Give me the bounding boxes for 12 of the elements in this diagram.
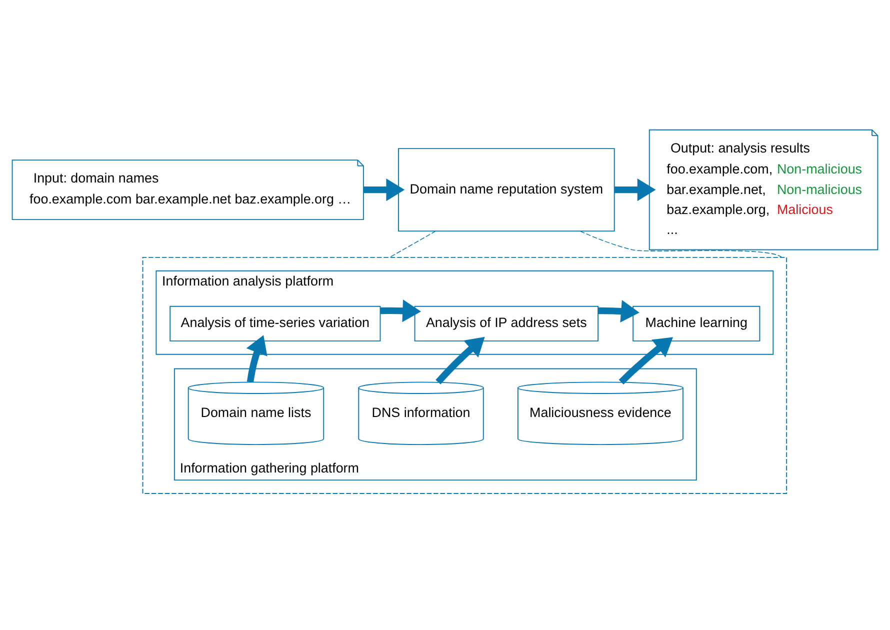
cluster — [142, 256, 788, 494]
node-box: Machine learning — [632, 305, 760, 341]
arrow — [618, 336, 674, 384]
arrow — [380, 299, 422, 322]
node-box: Analysis of time-series variation — [170, 305, 381, 341]
arrow — [364, 178, 405, 201]
node-box: Analysis of IP address sets — [414, 305, 599, 341]
node-box: Domain name reputation system — [398, 148, 615, 232]
arrow — [246, 334, 268, 382]
arrow — [614, 178, 656, 201]
connector — [389, 230, 436, 258]
arrow — [598, 299, 640, 322]
